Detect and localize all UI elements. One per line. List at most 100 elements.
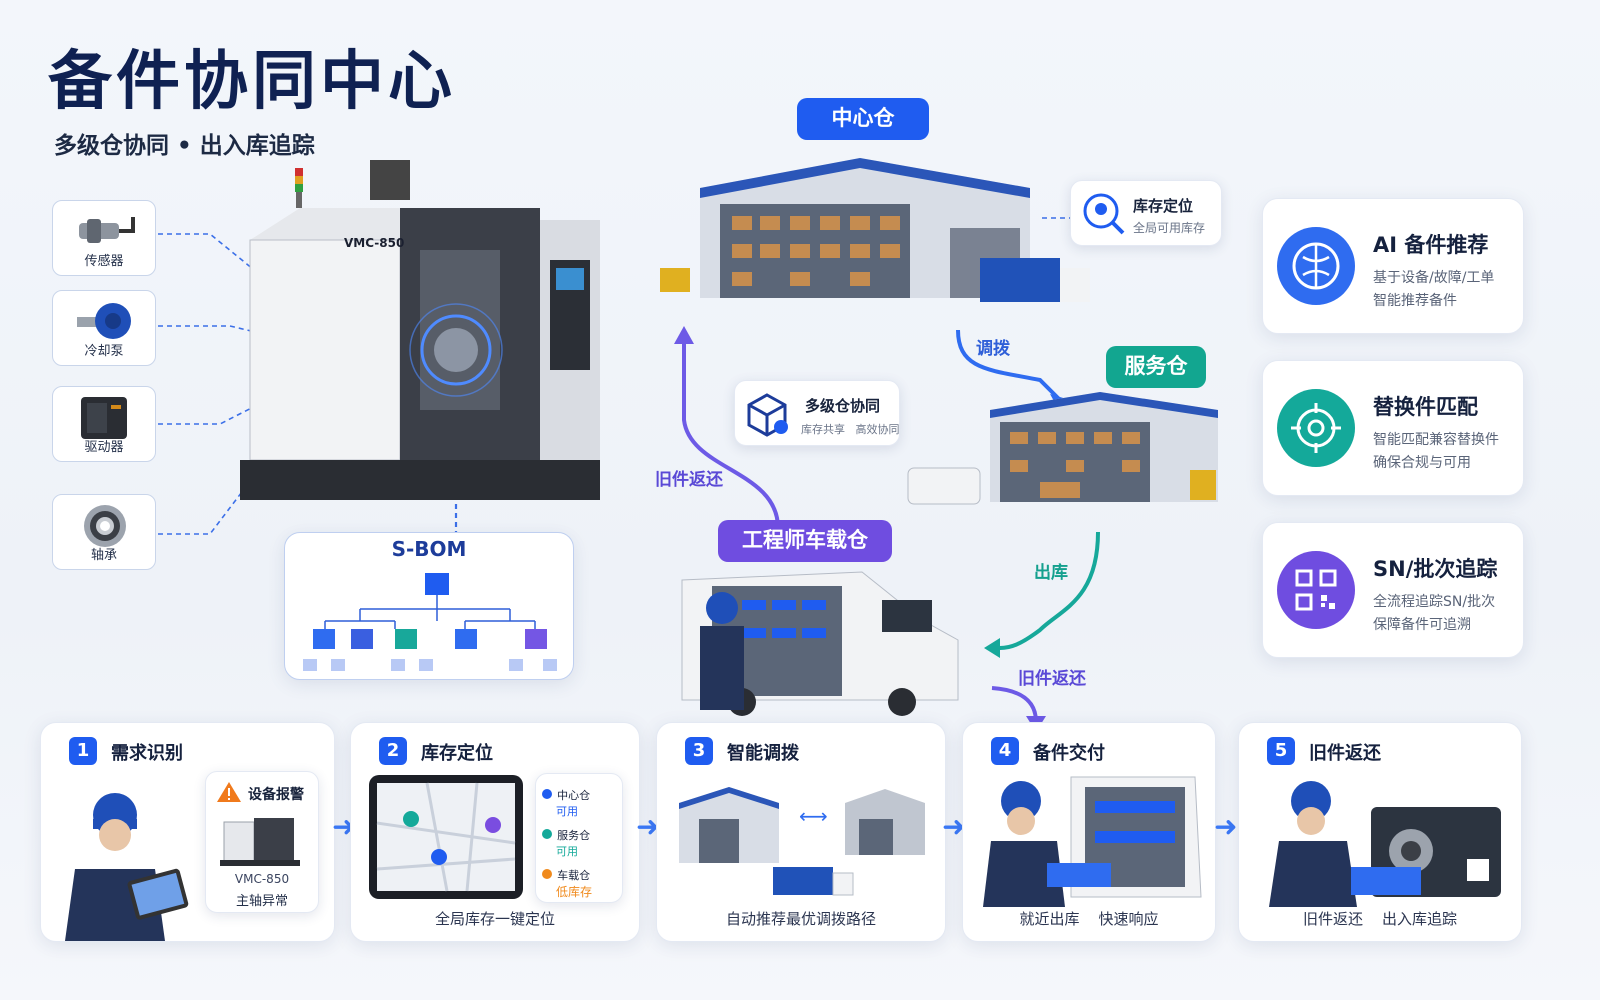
engineer-van-illustration: [672, 560, 972, 720]
return-label-right: 旧件返还: [1018, 669, 1086, 689]
service-warehouse-illustration: [900, 390, 1240, 520]
cnc-machine: VMC-850: [240, 160, 610, 510]
step-card-5[interactable]: 5 旧件返还 旧件返还 出入库追踪: [1238, 722, 1522, 942]
part-card-pump[interactable]: 冷却泵: [52, 290, 156, 366]
step-number: 3: [685, 737, 713, 765]
svg-text:⟷: ⟷: [799, 804, 828, 828]
service-warehouse-tag[interactable]: 服务仓: [1106, 346, 1206, 388]
locate-desc: 全局可用库存: [1133, 221, 1206, 235]
feature-replacement-match[interactable]: 替换件匹配 智能匹配兼容替换件 确保合规与可用: [1262, 360, 1524, 496]
legend-row-vehicle: 车载仓 低库存: [542, 864, 592, 900]
engineer-tablet-illustration: [65, 793, 189, 941]
step-arrow-2: ➜: [636, 810, 660, 843]
locate-title: 库存定位: [1133, 197, 1194, 215]
collab-callout[interactable]: 多级仓协同 库存共享 高效协同: [734, 380, 900, 446]
delivery-illustration: [983, 776, 1202, 907]
feature-desc-line2: 保障备件可追溯: [1373, 617, 1471, 633]
step-title: 库存定位: [421, 743, 493, 764]
step-number: 5: [1267, 737, 1295, 765]
step-title: 备件交付: [1033, 743, 1105, 764]
alarm-model: VMC-850: [234, 872, 290, 886]
feature-title: AI 备件推荐: [1373, 233, 1489, 257]
engineer-van-tag[interactable]: 工程师车载仓: [718, 520, 892, 562]
legend-status: 可用: [556, 805, 578, 818]
feature-ai-recommend[interactable]: AI 备件推荐 基于设备/故障/工单 智能推荐备件: [1262, 198, 1524, 334]
step-title: 旧件返还: [1309, 743, 1381, 764]
part-label: 冷却泵: [84, 344, 124, 359]
part-label: 驱动器: [84, 440, 124, 455]
page-title: 备件协同中心: [48, 45, 456, 119]
step-number: 2: [379, 737, 407, 765]
return-label-left: 旧件返还: [655, 470, 723, 490]
transfer-arrow: [956, 329, 1062, 402]
return-illustration: [1269, 781, 1501, 907]
step-card-1[interactable]: 1 需求识别 设备报警 VMC-850 主轴异常: [40, 722, 335, 942]
bearing-icon: [84, 505, 126, 547]
central-warehouse-illustration: [640, 148, 1100, 318]
feature-desc-line1: 智能匹配兼容替换件: [1373, 432, 1499, 448]
part-card-sensor[interactable]: 传感器: [52, 200, 156, 276]
legend-row-service: 服务仓 可用: [542, 824, 590, 859]
part-card-bearing[interactable]: 轴承: [52, 494, 156, 570]
step-caption: 全局库存一键定位: [434, 910, 555, 928]
part-card-driver[interactable]: 驱动器: [52, 386, 156, 462]
step-number: 1: [69, 737, 97, 765]
step-title: 智能调拨: [727, 743, 799, 764]
feature-desc-line1: 全流程追踪SN/批次: [1373, 594, 1496, 610]
step-caption: 旧件返还 出入库追踪: [1302, 910, 1458, 928]
outbound-arrow: [999, 531, 1100, 650]
sbom-tree: [303, 573, 557, 671]
transfer-illustration: ⟷: [679, 787, 925, 896]
locate-callout[interactable]: 库存定位 全局可用库存: [1070, 180, 1222, 246]
legend-status: 可用: [556, 845, 578, 858]
legend-name: 车载仓: [557, 869, 591, 882]
feature-title: SN/批次追踪: [1373, 557, 1498, 581]
qrcode-icon: [1277, 551, 1355, 629]
sbom-card[interactable]: S-BOM: [284, 532, 574, 680]
feature-sn-batch-trace[interactable]: SN/批次追踪 全流程追踪SN/批次 保障备件可追溯: [1262, 522, 1524, 658]
tablet-map-illustration: [369, 775, 523, 899]
machine-model: VMC-850: [344, 236, 405, 250]
collab-title: 多级仓协同: [805, 397, 881, 415]
alarm-desc: 主轴异常: [235, 894, 288, 909]
legend-name: 服务仓: [557, 829, 591, 842]
sbom-label: S-BOM: [391, 537, 467, 561]
feature-desc: 基于设备/故障/工单 智能推荐备件: [1373, 267, 1523, 313]
target-icon: [1277, 389, 1355, 467]
step-card-2[interactable]: 2 库存定位 中心仓 可用 服务仓 可用 车载仓 低库存 全局库存一键定位: [350, 722, 640, 942]
step-number: 4: [991, 737, 1019, 765]
feature-desc-line1: 基于设备/故障/工单: [1373, 270, 1495, 286]
feature-desc: 全流程追踪SN/批次 保障备件可追溯: [1373, 591, 1523, 637]
central-warehouse-tag[interactable]: 中心仓: [797, 98, 929, 140]
step-title: 需求识别: [111, 743, 183, 764]
pump-icon: [77, 303, 131, 339]
step-card-4[interactable]: 4 备件交付 就近出库 快速响应: [962, 722, 1216, 942]
page-subtitle: 多级仓协同 • 出入库追踪: [54, 133, 315, 159]
step-card-3[interactable]: 3 智能调拨 ⟷ 自动推荐最优调拨路径: [656, 722, 946, 942]
connector-driver: [158, 355, 441, 425]
collab-desc: 库存共享 高效协同: [801, 423, 900, 436]
sensor-icon: [79, 217, 135, 243]
alarm-card[interactable]: 设备报警 VMC-850 主轴异常: [205, 771, 319, 913]
step-arrow-4: ➜: [1214, 810, 1238, 843]
legend-row-central: 中心仓 可用: [542, 784, 590, 819]
feature-title: 替换件匹配: [1373, 395, 1478, 419]
legend-status: 低库存: [556, 885, 593, 899]
stock-legend: 中心仓 可用 服务仓 可用 车载仓 低库存: [535, 773, 623, 903]
driver-icon: [81, 397, 127, 439]
transfer-label: 调拨: [976, 339, 1010, 359]
outbound-label: 出库: [1034, 563, 1068, 583]
cube-location-icon: [747, 393, 788, 437]
part-label: 轴承: [90, 548, 117, 563]
step-caption: 自动推荐最优调拨路径: [725, 910, 876, 928]
step-arrow-3: ➜: [942, 810, 966, 843]
step-caption: 就近出库 快速响应: [1019, 910, 1159, 928]
legend-name: 中心仓: [557, 789, 591, 802]
part-label: 传感器: [84, 254, 124, 269]
machine-thumbnail: [220, 818, 300, 866]
feature-desc-line2: 确保合规与可用: [1373, 455, 1471, 471]
warning-icon: [217, 782, 241, 802]
feature-desc-line2: 智能推荐备件: [1373, 293, 1457, 309]
step-arrow-1: ➜: [332, 810, 356, 843]
alarm-title: 设备报警: [248, 787, 304, 803]
